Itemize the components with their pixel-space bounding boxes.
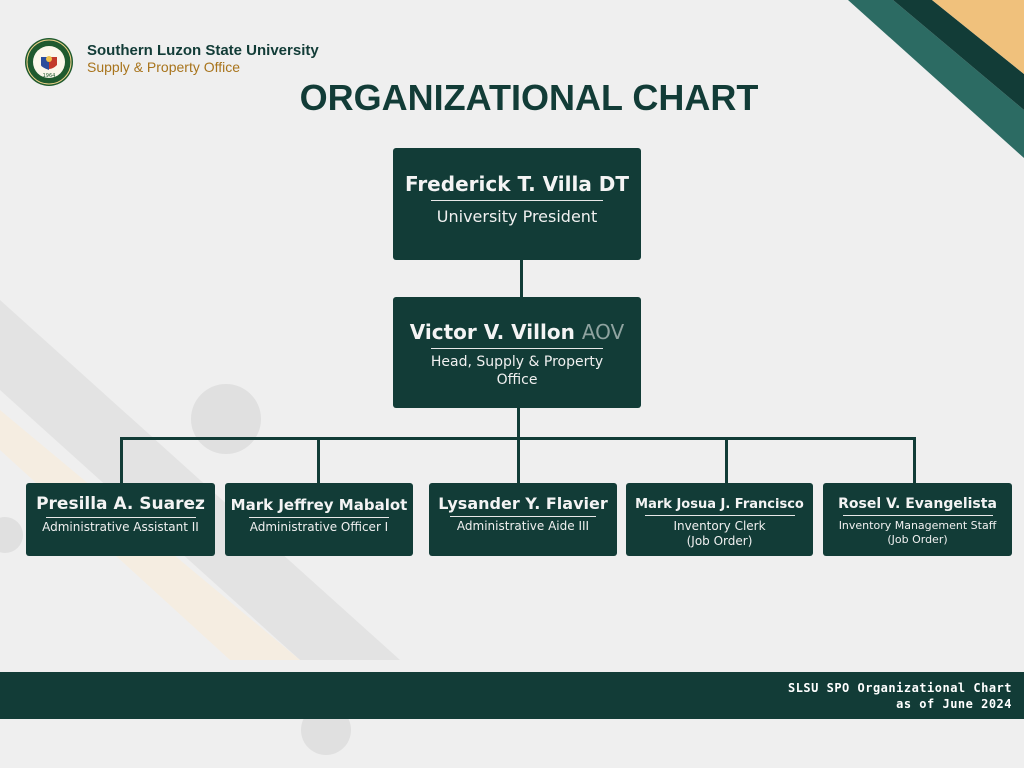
footer-line-1: SLSU SPO Organizational Chart [787,681,1012,695]
staff-box: Lysander Y. Flavier Administrative Aide … [429,483,617,556]
footer-bar [0,672,1024,719]
svg-text:1964: 1964 [43,73,56,79]
staff-name: Lysander Y. Flavier [438,494,608,513]
footer-caption: SLSU SPO Organizational Chart as of June… [788,680,1012,712]
university-logo: 1964 [22,37,76,87]
corner-stripe-gold [932,0,1024,74]
staff-box: Presilla A. Suarez Administrative Assist… [26,483,215,556]
connector-line [520,259,523,298]
university-name: Southern Luzon State University [87,42,319,59]
connector-line [120,437,123,484]
name-divider [249,517,389,518]
name-divider [45,517,196,518]
name-divider [644,515,795,516]
diagonal-band-gray [0,300,400,660]
president-suffix: DT [598,172,630,196]
head-box: Victor V. Villon AOV Head, Supply & Prop… [393,297,641,408]
head-suffix: AOV [581,320,625,344]
president-name-text: Frederick T. Villa [404,172,592,196]
connector-line [517,437,520,484]
president-role: University President [436,207,598,226]
staff-role: Inventory Management Staff [838,519,997,532]
circle-shape [191,384,261,454]
name-divider [842,515,993,516]
president-name: Frederick T. Villa DT [393,172,641,196]
staff-role: Administrative Aide III [456,519,590,533]
page-title: ORGANIZATIONAL CHART [299,77,759,118]
connector-line [517,407,520,439]
office-name: Supply & Property Office [87,59,241,75]
head-name-text: Victor V. Villon [409,320,575,344]
name-divider [431,200,603,201]
staff-role-note: (Job Order) [887,533,948,546]
head-role: Head, Supply & Property Office [430,354,604,388]
staff-role-note: (Job Order) [686,534,753,548]
staff-name: Rosel V. Evangelista [838,496,997,512]
name-divider [431,348,603,349]
staff-name: Presilla A. Suarez [36,494,205,514]
corner-stripe-dark [893,0,1024,110]
staff-box: Mark Jeffrey Mabalot Administrative Offi… [225,483,413,556]
staff-role: Inventory Clerk [673,519,766,533]
head-name: Victor V. Villon AOV [393,320,641,344]
connector-line [725,437,728,484]
corner-stripe-teal [848,0,1024,158]
connector-line [913,437,916,484]
staff-role: Administrative Assistant II [42,520,199,534]
staff-box: Mark Josua J. Francisco Inventory Clerk … [626,483,813,556]
circle-shape [0,517,23,553]
staff-box: Rosel V. Evangelista Inventory Managemen… [823,483,1012,556]
connector-line [317,437,320,484]
footer-line-2: as of June 2024 [896,697,1012,711]
staff-name: Mark Jeffrey Mabalot [230,496,408,514]
president-box: Frederick T. Villa DT University Preside… [393,148,641,260]
staff-name: Mark Josua J. Francisco [635,497,804,512]
name-divider [450,516,596,517]
staff-role: Administrative Officer I [249,520,389,534]
